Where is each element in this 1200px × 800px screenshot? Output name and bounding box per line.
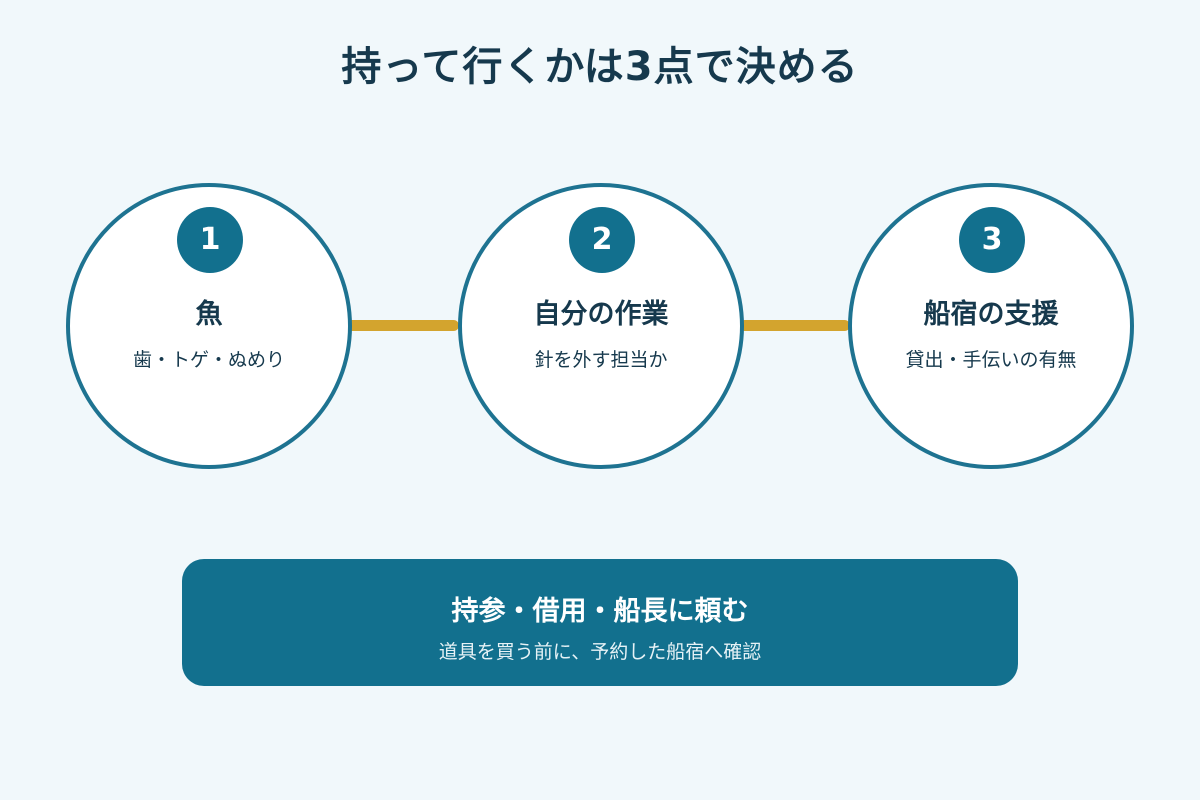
connector-line-2-3 <box>739 320 850 331</box>
step-title: 魚 <box>195 299 223 330</box>
step-description: 針を外す担当か <box>534 349 668 371</box>
step-number-badge: 2 <box>569 207 635 273</box>
diagram-title: 持って行くかは3点で決める <box>341 44 859 90</box>
banner-subtitle: 道具を買う前に、予約した船宿へ確認 <box>438 641 762 663</box>
step-number-badge: 3 <box>959 207 1025 273</box>
step-number-badge: 1 <box>177 207 243 273</box>
banner-title: 持参・借用・船長に頼む <box>451 596 749 627</box>
step-title: 船宿の支援 <box>923 299 1059 330</box>
connector-line-1-2 <box>345 320 459 331</box>
step-circle-own-work: 2 自分の作業 針を外す担当か <box>458 183 744 469</box>
step-title: 自分の作業 <box>533 299 669 330</box>
step-circle-fish: 1 魚 歯・トゲ・ぬめり <box>66 183 352 469</box>
step-description: 貸出・手伝いの有無 <box>905 349 1077 371</box>
summary-banner: 持参・借用・船長に頼む 道具を買う前に、予約した船宿へ確認 <box>182 559 1018 686</box>
step-description: 歯・トゲ・ぬめり <box>132 349 285 371</box>
step-circle-boat-support: 3 船宿の支援 貸出・手伝いの有無 <box>848 183 1134 469</box>
